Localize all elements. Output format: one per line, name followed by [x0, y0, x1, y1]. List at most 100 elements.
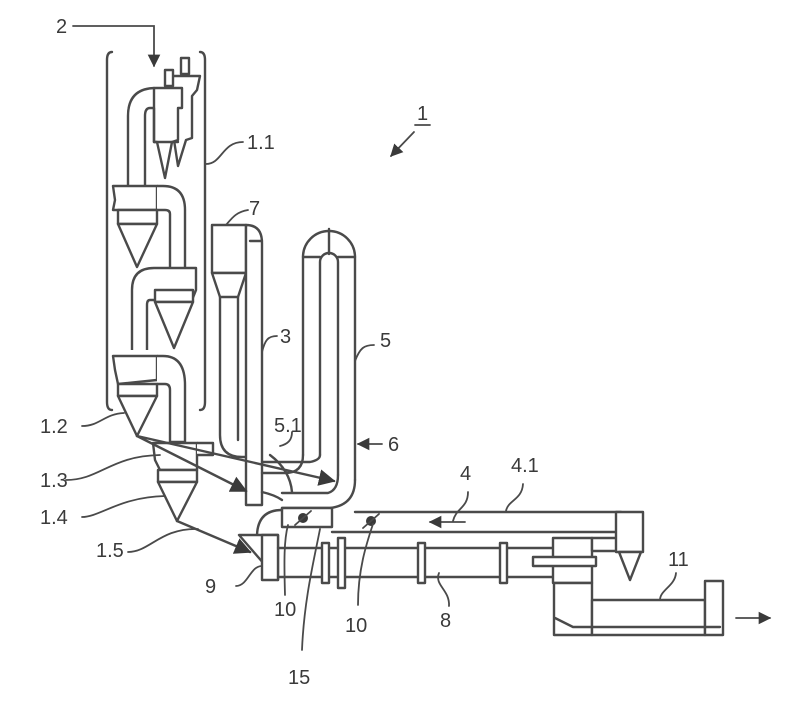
inlet-bend [255, 508, 284, 537]
cyclone-stage-3 [130, 266, 198, 350]
label-4-1: 4.1 [511, 455, 539, 477]
dust-cyclone-cone [617, 550, 643, 582]
leader-4 [452, 491, 469, 522]
separator-cone [210, 271, 248, 299]
leader-9 [235, 565, 263, 587]
label-1-3: 1.3 [40, 470, 68, 492]
separator-7 [210, 223, 248, 275]
kiln-hood [531, 510, 645, 585]
tertiary-air-duct: 4 4.1 [330, 455, 623, 534]
label-5-1: 5.1 [274, 415, 302, 437]
material-flow-lines [135, 434, 336, 554]
reference-numeral: 1 [417, 103, 428, 125]
riser-bend [268, 453, 294, 494]
clinker-cooler: 11 [552, 549, 772, 637]
meal-line-to-kiln-inlet [175, 519, 252, 554]
cooler-outlet [703, 579, 725, 637]
riser-joint-2 [260, 490, 284, 502]
cyclone-cone [116, 222, 159, 269]
leader-5 [354, 344, 375, 362]
leader-11 [659, 572, 677, 601]
label-15: 15 [288, 667, 310, 689]
cyclone-stage-top [126, 56, 202, 186]
calciner-outer [301, 229, 357, 482]
calciner-inner [318, 251, 340, 477]
cyclone-head [111, 184, 159, 212]
leader-1-5 [127, 528, 199, 553]
bottom-labels: 10 10 15 [274, 523, 374, 689]
label-1-1: 1.1 [247, 132, 275, 154]
leader-7 [225, 209, 249, 226]
separator-riser: 3 7 [210, 198, 291, 507]
cyclone-body [116, 382, 159, 398]
label-6: 6 [388, 434, 399, 456]
damper-stem [362, 513, 380, 529]
separator-duct-left [218, 295, 248, 459]
cyclone-stage-2 [111, 184, 187, 272]
kiln-tyre [336, 536, 347, 590]
raw-meal-feed: 2 [56, 16, 161, 68]
leader-10-a [283, 524, 289, 596]
kiln-inlet-housing [260, 533, 280, 582]
tower-bracket-right [198, 50, 207, 412]
kiln-tyre [498, 541, 509, 585]
label-1-4: 1.4 [40, 507, 68, 529]
kiln-inlet-ducts [255, 453, 357, 537]
meal-line-to-calciner [135, 434, 336, 486]
rotary-kiln: 8 [276, 536, 555, 632]
vent-pipe [179, 56, 191, 76]
calciner-bottom-inner [260, 453, 322, 464]
cooler-grate [553, 616, 722, 629]
label-10-a: 10 [274, 599, 296, 621]
cyclone-body [116, 208, 159, 226]
leader-5-1 [279, 431, 293, 447]
tower-bracket-left [105, 50, 114, 412]
reference-arrow [390, 131, 415, 157]
plant-reference: 1 [390, 103, 431, 157]
gas-duct [157, 184, 187, 272]
label-10-b: 10 [345, 615, 367, 637]
gas-duct-4 [157, 354, 187, 444]
cooler-body [590, 598, 707, 637]
calciner-lower-inner [280, 473, 340, 495]
calciner: 5 5.1 6 [260, 227, 399, 482]
cyclone-body [156, 468, 199, 484]
leader-1-3 [65, 454, 161, 481]
meal-line-to-riser [135, 434, 248, 493]
label-9: 9 [205, 576, 216, 598]
leader-10-b [357, 523, 374, 606]
label-2: 2 [56, 16, 67, 38]
label-1-2: 1.2 [40, 416, 68, 438]
label-5: 5 [380, 330, 391, 352]
leader-1-1 [205, 141, 244, 165]
riser-duct-3 [244, 223, 264, 507]
cyclone-head [111, 354, 159, 386]
kiln-inlet: 9 [205, 533, 280, 598]
label-8: 8 [440, 610, 451, 632]
label-3: 3 [280, 326, 291, 348]
kiln-tyre [416, 541, 427, 585]
leader-3 [261, 335, 278, 353]
label-7: 7 [249, 198, 260, 220]
damper-stem [294, 510, 312, 526]
preheater-tower: 1.1 [105, 50, 275, 412]
leader-1-2 [81, 412, 125, 427]
cyclone-labels: 1.2 1.3 1.4 1.5 [40, 412, 199, 562]
leader-8 [437, 572, 450, 607]
tad-takeoff-box [614, 510, 645, 554]
burner-pipe [531, 555, 598, 568]
hood-connector [590, 536, 620, 553]
leader-4-1 [505, 483, 524, 512]
kiln-tyre [320, 541, 331, 585]
feed-arrow [72, 25, 161, 68]
cyclone-cone-1-4 [156, 480, 199, 523]
vent-pipe [163, 68, 175, 88]
cyclone-stage-4 [111, 354, 187, 444]
label-11: 11 [668, 549, 689, 571]
label-4: 4 [460, 463, 471, 485]
cyclone-cone-1-2 [116, 394, 159, 438]
cyclone-bottom [151, 441, 215, 523]
leader-1-4 [81, 495, 166, 518]
cyclone-cone [153, 300, 195, 350]
